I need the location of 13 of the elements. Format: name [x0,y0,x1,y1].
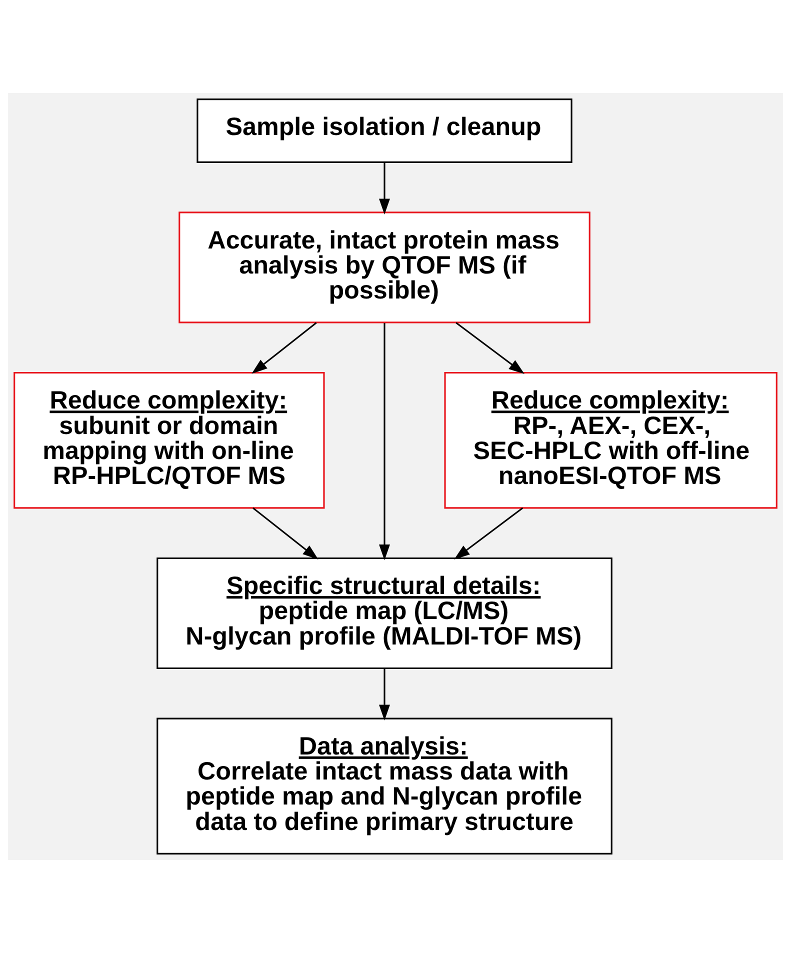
arrow [378,668,390,720]
arrow [378,323,390,560]
arrow [378,162,390,214]
node-box: Specific structural details: peptide map (LC/MS) N-glycan profile (MALDI-TOF MS) [156,557,612,670]
node-box: Reduce complexity: RP-, AEX-, CEX-, SEC-HPLC with off-line nanoESI-QTOF MS [444,372,778,509]
node-box: Sample isolation / cleanup [196,98,572,163]
node-box: Reduce complexity: subunit or domain mapping with on-line RP-HPLC/QTOF MS [14,372,325,509]
arrow [456,322,524,374]
node-box: Data analysis: Correlate intact mass data with peptide map and N-glycan profile data to define primary structure [156,718,612,854]
arrow [252,507,318,560]
arrow [454,507,524,560]
node-box: Accurate, intact protein mass analysis by QTOF MS (if possible) [178,212,590,324]
arrow [252,322,317,374]
